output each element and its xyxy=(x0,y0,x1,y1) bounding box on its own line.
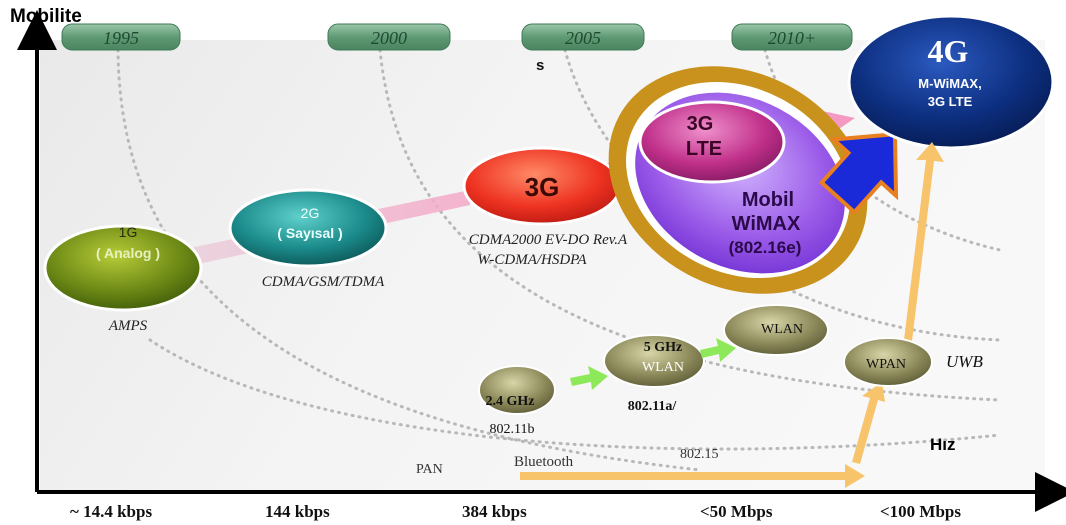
year-pill-2005 xyxy=(521,23,645,51)
node-24ghz xyxy=(478,365,556,415)
caption-amps: AMPS xyxy=(108,318,148,334)
node-4g-line2: M-WiMAX, xyxy=(918,76,981,91)
dotted-curve xyxy=(116,48,702,472)
label-80211b: 802.11b xyxy=(490,422,535,437)
year-pill-1995 xyxy=(61,23,181,51)
wpan-4g-arrow xyxy=(904,142,944,341)
node-4g-line3: 3G LTE xyxy=(928,94,973,109)
node-5ghz-wlan xyxy=(603,334,705,388)
x-axis-label: Hız xyxy=(930,435,956,454)
year-label: 2010+ xyxy=(768,28,816,48)
x-tick-label: 144 kbps xyxy=(265,502,330,521)
node-2g xyxy=(228,188,388,268)
node-lte-line1: 3G xyxy=(687,113,714,135)
x-tick-label: 384 kbps xyxy=(462,502,527,521)
caption-2g: CDMA/GSM/TDMA xyxy=(262,274,385,290)
year-pills: 1995 2000 2005 2010+ xyxy=(61,23,853,51)
label-wlan: WLAN xyxy=(761,322,803,337)
year-pill-2000 xyxy=(327,23,451,51)
y-axis-label: Mobilite xyxy=(10,6,82,27)
node-2g-line2: ( Sayısal ) xyxy=(277,225,342,241)
node-wlan xyxy=(723,304,829,356)
bluetooth-arrow xyxy=(520,464,865,488)
x-tick-label: <100 Mbps xyxy=(880,502,961,521)
x-tick-labels: ~ 14.4 kbps 144 kbps 384 kbps <50 Mbps <… xyxy=(70,502,961,521)
green-arrow xyxy=(700,338,736,362)
caption-3g-2: W-CDMA/HSDPA xyxy=(477,252,587,268)
year-label: 2000 xyxy=(371,28,407,48)
label-5ghz: 5 GHz xyxy=(644,340,683,355)
node-3g-label: 3G xyxy=(525,172,560,202)
green-arrow xyxy=(570,366,608,390)
node-1g-line2: ( Analog ) xyxy=(96,245,160,261)
label-pan: PAN xyxy=(416,462,443,477)
node-1g-line1: 1G xyxy=(119,224,138,240)
node-2g-line1: 2G xyxy=(301,205,320,221)
node-4g xyxy=(847,14,1055,150)
green-arrows xyxy=(570,338,736,390)
node-lte-line2: LTE xyxy=(686,138,722,160)
caption-3g-1: CDMA2000 EV-DO Rev.A xyxy=(469,232,628,248)
uwb-arrow xyxy=(852,382,885,464)
orange-arrows xyxy=(520,142,944,488)
dotted-curve xyxy=(378,48,1002,402)
year-label: 2005 xyxy=(565,28,601,48)
x-tick-label: ~ 14.4 kbps xyxy=(70,502,152,521)
node-wpan xyxy=(843,337,933,387)
node-1g xyxy=(43,224,203,312)
big-blue-arrow xyxy=(818,132,899,215)
label-5ghz-wlan: WLAN xyxy=(642,360,684,375)
stray-letter: s xyxy=(536,57,544,74)
dotted-curve xyxy=(148,338,1002,451)
node-4g-line1: 4G xyxy=(928,33,969,69)
label-wpan: WPAN xyxy=(866,357,906,372)
label-uwb: UWB xyxy=(946,352,983,371)
label-24ghz: 2.4 GHz xyxy=(486,394,535,409)
x-tick-label: <50 Mbps xyxy=(700,502,773,521)
year-label: 1995 xyxy=(103,28,139,48)
arrow-shape xyxy=(818,132,899,215)
node-lte xyxy=(638,100,786,184)
node-wimax-line3: (802.16e) xyxy=(729,238,802,257)
node-wimax-line1: Mobil xyxy=(742,189,794,211)
label-bluetooth: Bluetooth xyxy=(514,454,574,470)
node-wimax-line2: WiMAX xyxy=(732,213,801,235)
label-80211a: 802.11a/ xyxy=(628,399,678,414)
label-80215: 802.15 xyxy=(680,447,719,462)
year-pill-2010 xyxy=(731,23,853,51)
